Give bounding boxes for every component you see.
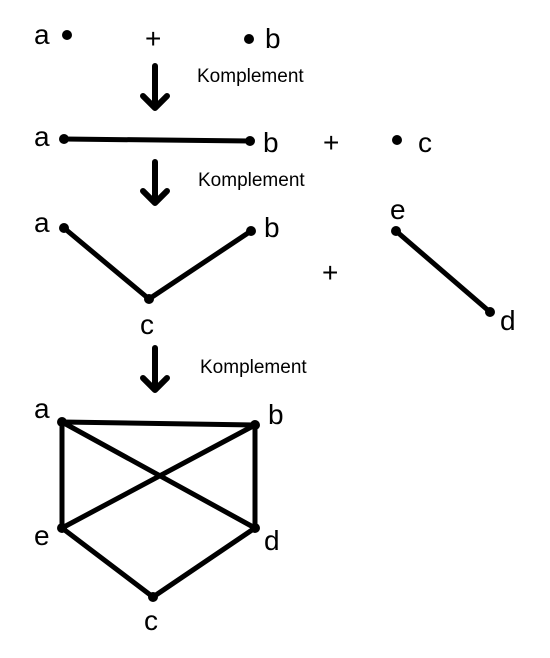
edge-b-e [59,422,258,531]
vertex-label-d: d [264,525,280,556]
plus-sign: + [145,23,161,54]
edge-a-c [61,225,152,302]
vertex-a [59,223,69,233]
step-1: Komplement [140,63,304,111]
vertex-b [245,136,255,146]
vertex-b [244,34,254,44]
down-arrow-icon [140,159,170,206]
vertex-a [57,417,67,427]
vertex-label-e: e [390,194,406,225]
vertex-d [250,523,260,533]
step-2: Komplement [140,159,305,206]
edge-c-b [146,228,254,302]
down-arrow-icon [140,63,170,111]
vertex-label-a: a [34,19,50,50]
edge-d-c [150,525,258,600]
step-3: Komplement [140,345,307,393]
step-label: Komplement [197,66,304,87]
step-label: Komplement [200,357,307,378]
vertex-label-c: c [140,309,154,340]
vertex-label-c: c [418,127,432,158]
stage-1: a + b [34,19,281,54]
edge-a-b [61,136,253,144]
vertex-a [62,30,72,40]
edge-e-d [393,228,493,315]
vertex-label-e: e [34,520,50,551]
vertex-label-b: b [264,212,280,243]
vertex-b [246,226,256,236]
plus-sign: + [323,127,339,158]
vertex-c [144,294,154,304]
vertex-b [250,420,260,430]
down-arrow-icon [140,345,170,393]
vertex-a [59,134,69,144]
vertex-label-b: b [268,399,284,430]
vertex-e [57,523,67,533]
vertex-label-a: a [34,393,50,424]
plus-sign: + [322,257,338,288]
vertex-label-b: b [265,23,281,54]
stage-2: a b + c [34,121,432,158]
vertex-e [391,226,401,236]
edge-e-c [59,525,156,600]
stage-3: a b c + e d [34,194,516,340]
vertex-c [392,135,402,145]
step-label: Komplement [198,170,305,191]
vertex-label-c: c [144,605,158,636]
vertex-label-a: a [34,121,50,152]
vertex-c [148,592,158,602]
vertex-label-a: a [34,207,50,238]
vertex-d [485,307,495,317]
vertex-label-d: d [500,305,516,336]
vertex-label-b: b [263,127,279,158]
edge-a-b [59,419,258,428]
stage-4: a b e d c [34,393,284,636]
